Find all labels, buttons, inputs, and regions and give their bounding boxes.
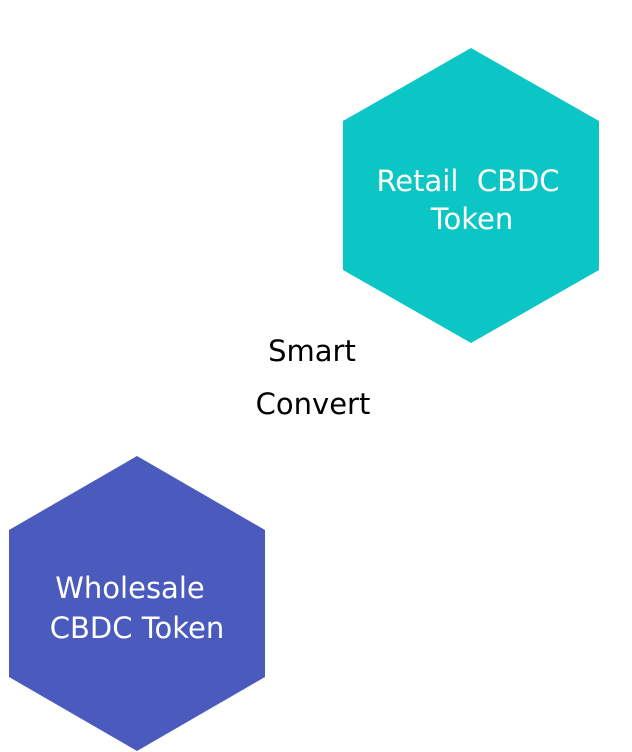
retail-cbdc-hexagon xyxy=(343,48,599,343)
retail-cbdc-label-line2: Token xyxy=(430,202,514,236)
wholesale-cbdc-label-line2: CBDC Token xyxy=(50,611,224,645)
wholesale-cbdc-hexagon xyxy=(9,456,265,751)
retail-cbdc-label-line1: Retail CBDC xyxy=(376,164,559,198)
wholesale-cbdc-label-line1: Wholesale xyxy=(55,571,204,605)
smart-convert-label: Smart Convert xyxy=(256,334,371,421)
wholesale-cbdc-node: Wholesale CBDC Token xyxy=(9,456,265,751)
retail-cbdc-node: Retail CBDC Token xyxy=(343,48,599,343)
smart-convert-line1: Smart xyxy=(268,334,356,368)
smart-convert-line2: Convert xyxy=(256,387,371,421)
